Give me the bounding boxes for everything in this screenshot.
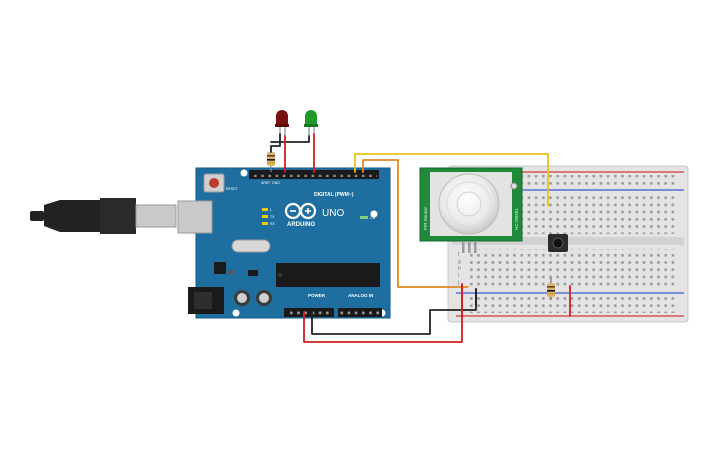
arduino-uno-board[interactable]: RESET AREF GND DIGITAL (PWM~) ARDUINO UN…: [177, 167, 391, 319]
model-label: UNO: [322, 208, 344, 219]
voltage-regulator: [214, 262, 226, 274]
push-button-cap: [552, 237, 564, 249]
pir-dome: [438, 173, 500, 235]
led-green-body: [305, 110, 317, 126]
terminal-strip-bottom[interactable]: [470, 249, 676, 287]
tx-led: [262, 215, 268, 218]
led-green[interactable]: [304, 110, 318, 136]
crystal-oscillator: [231, 239, 271, 253]
led-red[interactable]: [275, 110, 289, 136]
usb-port[interactable]: [177, 200, 213, 234]
row-label-h: h: [458, 266, 461, 272]
resistor-pulldown[interactable]: [547, 278, 555, 300]
analog-label: ANALOG IN: [348, 293, 373, 298]
tx-label: TX: [270, 215, 275, 219]
pir-sensor[interactable]: PIR Sensor HC-SR501: [419, 167, 523, 253]
led-red-body: [276, 110, 288, 126]
row-label-f: f: [458, 252, 460, 258]
mounting-hole: [240, 169, 248, 177]
pir-potentiometer[interactable]: [510, 182, 518, 190]
atmega328-chip: [276, 263, 380, 287]
digital-header-label: DIGITAL (PWM~): [314, 192, 354, 198]
logo-plus-icon: [299, 202, 317, 220]
usb-plug-body: [100, 198, 136, 234]
pir-pin-out[interactable]: [468, 241, 471, 253]
on-led: [360, 216, 368, 219]
rx-label: RX: [270, 222, 276, 226]
usb-strain-relief: [44, 200, 100, 232]
usb-connector: [135, 204, 177, 228]
l-led-label: L: [270, 208, 272, 212]
rail-bottom-holes[interactable]: [470, 297, 676, 313]
usb-cable[interactable]: [30, 198, 177, 234]
l-led: [262, 208, 268, 211]
pir-pin-vcc[interactable]: [462, 241, 465, 253]
wire-yellow-button[interactable]: [354, 153, 549, 207]
mounting-hole: [370, 210, 378, 218]
pir-pin-gnd[interactable]: [474, 241, 477, 253]
reset-button-cap: [209, 178, 219, 188]
arduino-logo: [284, 202, 317, 220]
on-label: ON: [370, 216, 376, 220]
pir-label-right: HC-SR501: [514, 208, 519, 230]
row-label-i: i: [458, 273, 459, 279]
wire-led-ground[interactable]: [270, 133, 281, 153]
mounting-hole: [232, 309, 240, 317]
wire-orange-pir[interactable]: [362, 159, 469, 288]
push-button[interactable]: [548, 234, 568, 252]
row-label-g: g: [458, 259, 461, 265]
wire-led-common[interactable]: [270, 135, 310, 143]
row-label-j: j: [457, 280, 459, 286]
usb-cable-end: [30, 211, 44, 221]
pir-label-left: PIR Sensor: [423, 206, 428, 230]
aref-label: AREF: [261, 181, 270, 185]
brand-label: ARDUINO: [287, 222, 315, 228]
power-label: POWER: [308, 293, 326, 298]
wire-black-ground[interactable]: [311, 288, 477, 335]
gnd-label: GND: [272, 181, 280, 185]
reset-label: RESET: [226, 187, 239, 191]
rx-led: [262, 222, 268, 225]
